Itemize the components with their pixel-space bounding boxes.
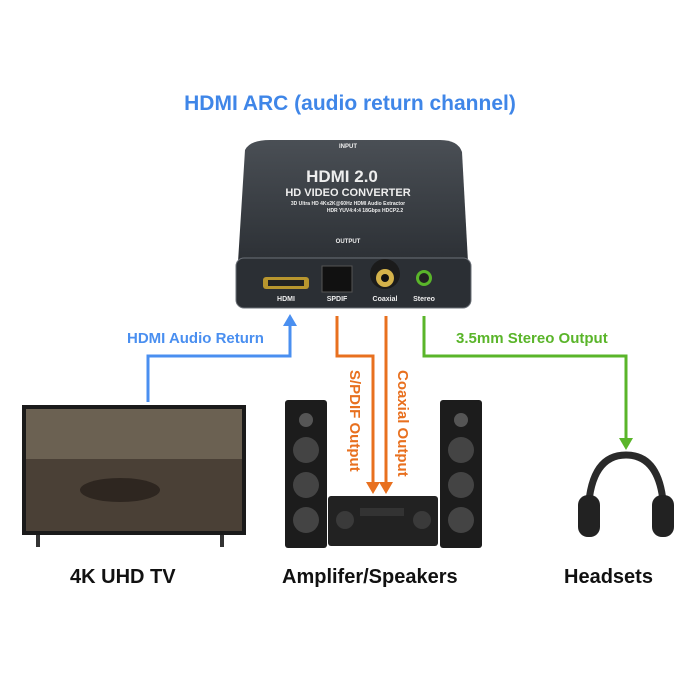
device-name: HD VIDEO CONVERTER	[285, 187, 410, 199]
amplifier-image	[328, 496, 438, 546]
tv-image	[22, 405, 246, 547]
coaxial-arrow	[379, 316, 393, 494]
spdif-arrow	[335, 316, 380, 494]
coaxial-output-label: Coaxial Output	[394, 370, 411, 477]
port-label-coaxial: Coaxial	[373, 296, 398, 303]
hdmi-return-label: HDMI Audio Return	[127, 330, 264, 347]
headset-caption: Headsets	[564, 566, 653, 588]
headphones-image	[578, 451, 674, 537]
stereo-output-label: 3.5mm Stereo Output	[456, 330, 608, 347]
spec-line-2: HDR YUV4:4:4 18Gbps HDCP2.2	[327, 208, 404, 214]
spdif-output-label: S/PDIF Output	[346, 370, 363, 472]
audio-extractor-device: INPUT HDMI 2.0 HD VIDEO CONVERTER 3D Ult…	[235, 140, 472, 309]
hdmi-return-arrow	[146, 314, 297, 402]
speakers-image	[285, 400, 482, 548]
port-label-stereo: Stereo	[413, 296, 435, 303]
amp-caption: Amplifer/Speakers	[282, 566, 458, 588]
port-label-spdif: SPDIF	[327, 296, 348, 303]
port-label-hdmi: HDMI	[277, 296, 295, 303]
output-label: OUTPUT	[336, 239, 361, 245]
stereo-arrow	[422, 316, 633, 450]
spdif-port	[321, 265, 353, 293]
spec-line-1: 3D Ultra HD 4Kx2K@60Hz HDMI Audio Extrac…	[291, 201, 405, 207]
input-label: INPUT	[339, 144, 357, 150]
brand-logo: HDMI 2.0	[306, 167, 378, 186]
diagram-title: HDMI ARC (audio return channel)	[184, 92, 516, 115]
tv-caption: 4K UHD TV	[70, 566, 176, 588]
